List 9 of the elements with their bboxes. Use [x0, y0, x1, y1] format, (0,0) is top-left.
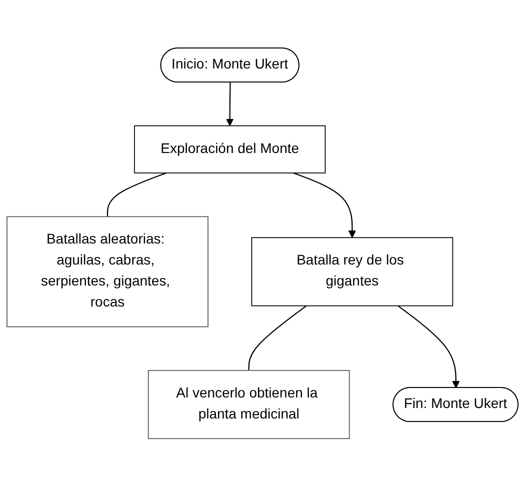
node-box: Exploración del Monte — [134, 125, 326, 174]
node-box: Batallas aleatorias: aguilas, cabras, serpientes, gigantes, rocas — [6, 216, 208, 327]
connector — [248, 305, 307, 370]
arrow — [293, 172, 356, 238]
node-box: Batalla rey de los gigantes — [251, 236, 454, 306]
arrow — [398, 305, 460, 388]
node-box: Al vencerlo obtienen la planta medicinal — [148, 370, 350, 439]
arrow — [226, 82, 234, 126]
connector — [106, 172, 167, 216]
